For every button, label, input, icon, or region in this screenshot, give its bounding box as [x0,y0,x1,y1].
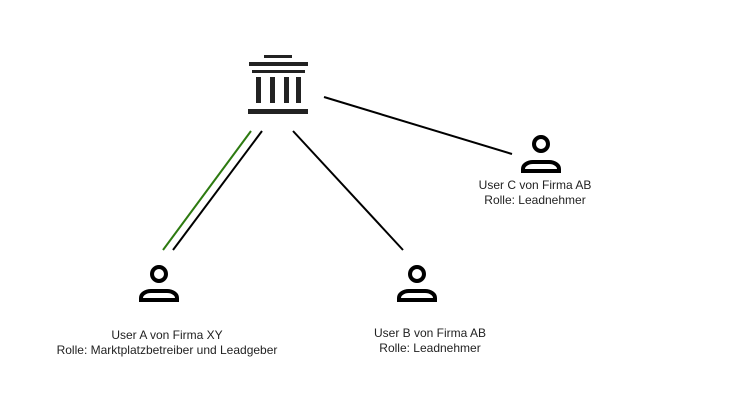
user-c-role: Rolle: Leadnehmer [484,193,586,207]
user-a-name: User A von Firma XY [111,328,223,342]
user-b-name: User B von Firma AB [373,326,487,340]
person-icon [521,135,561,173]
user-a-label: User A von Firma XY Rolle: Marktplatzbet… [57,328,278,358]
user-c-name: User C von Firma AB [478,178,592,192]
edge-highlight-user-a [162,130,252,251]
edge-institution-user-b [292,130,404,251]
user-a-role: Rolle: Marktplatzbetreiber und Leadgeber [56,343,278,357]
user-b-role: Rolle: Leadnehmer [379,341,481,355]
institution-icon [248,55,308,114]
user-b-label: User B von Firma AB Rolle: Leadnehmer [374,326,486,356]
edge-institution-user-a [172,130,263,251]
person-icon [397,265,437,302]
person-icon [139,265,179,302]
edge-institution-user-c [323,96,513,155]
user-c-label: User C von Firma AB Rolle: Leadnehmer [479,178,592,208]
